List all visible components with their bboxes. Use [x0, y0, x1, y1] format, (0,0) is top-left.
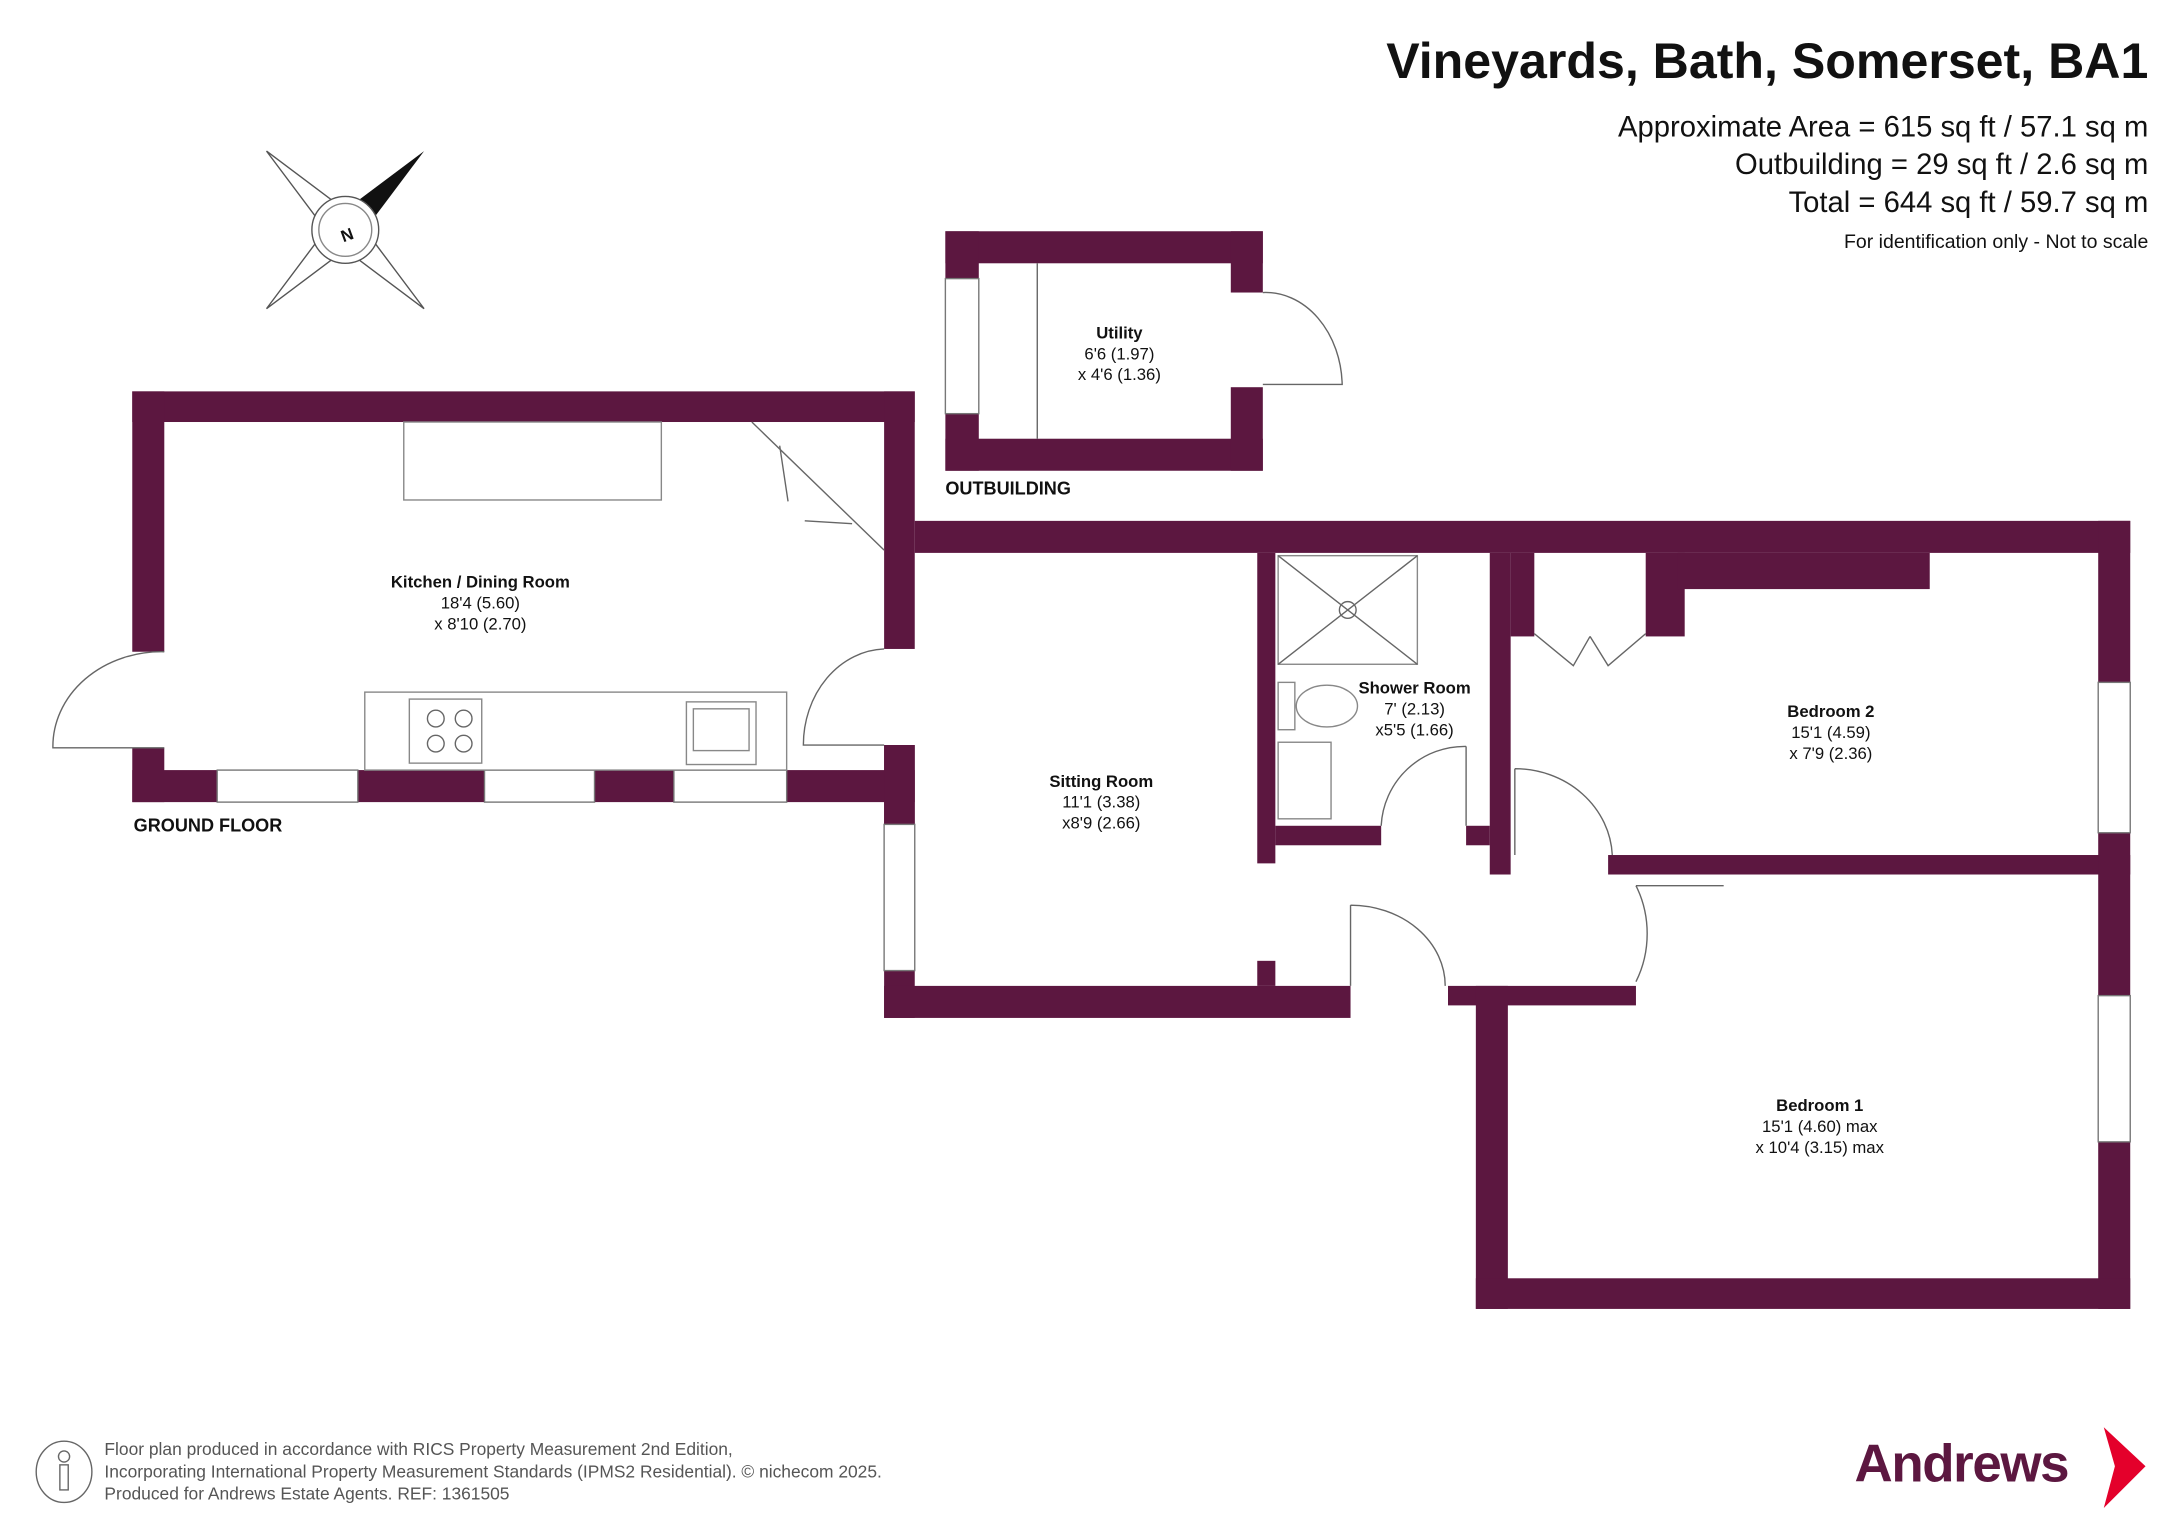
room-bedroom1-dim2: x 10'4 (3.15) max [1756, 1138, 1885, 1157]
brand-chevron-icon [2103, 1427, 2146, 1509]
room-bedroom1-dim1: 15'1 (4.60) max [1762, 1117, 1878, 1136]
ground-floor-label: GROUND FLOOR [134, 815, 283, 835]
room-sitting-name: Sitting Room [1049, 772, 1153, 791]
room-utility-dim2: x 4'6 (1.36) [1078, 365, 1161, 384]
compass-icon: N [265, 150, 425, 310]
rics-person-icon [35, 1440, 93, 1504]
area-outbuilding: Outbuilding = 29 sq ft / 2.6 sq m [1735, 149, 2148, 181]
footer-line3: Produced for Andrews Estate Agents. REF:… [104, 1484, 509, 1504]
room-bedroom2-dim1: 15'1 (4.59) [1791, 723, 1870, 742]
room-utility-dim1: 6'6 (1.97) [1084, 344, 1154, 363]
main-walls [883, 520, 2131, 1309]
room-sitting-dim2: x8'9 (2.66) [1062, 814, 1140, 833]
room-sitting-dim1: 11'1 (3.38) [1062, 793, 1140, 812]
area-total: Total = 644 sq ft / 59.7 sq m [1789, 187, 2149, 219]
brand-logo: Andrews [1855, 1435, 2069, 1494]
room-kitchen-name: Kitchen / Dining Room [391, 573, 570, 592]
area-main: Approximate Area = 615 sq ft / 57.1 sq m [1618, 112, 2148, 144]
room-shower-name: Shower Room [1358, 679, 1470, 698]
room-kitchen-dim2: x 8'10 (2.70) [434, 614, 526, 633]
footer-line1: Floor plan produced in accordance with R… [104, 1439, 732, 1459]
outbuilding-label: OUTBUILDING [945, 478, 1071, 498]
kitchen-walls [52, 391, 915, 825]
disclaimer: For identification only - Not to scale [1844, 231, 2148, 253]
property-title: Vineyards, Bath, Somerset, BA1 [1386, 33, 2148, 89]
footer-line2: Incorporating International Property Mea… [104, 1461, 881, 1481]
outbuilding-walls [944, 231, 1343, 471]
room-bedroom1-name: Bedroom 1 [1776, 1096, 1863, 1115]
room-utility-name: Utility [1096, 323, 1143, 342]
room-shower-dim2: x5'5 (1.66) [1375, 720, 1453, 739]
room-kitchen-dim1: 18'4 (5.60) [441, 594, 520, 613]
room-shower-dim1: 7' (2.13) [1384, 699, 1445, 718]
room-bedroom2-dim2: x 7'9 (2.36) [1789, 744, 1872, 763]
room-bedroom2-name: Bedroom 2 [1787, 702, 1874, 721]
